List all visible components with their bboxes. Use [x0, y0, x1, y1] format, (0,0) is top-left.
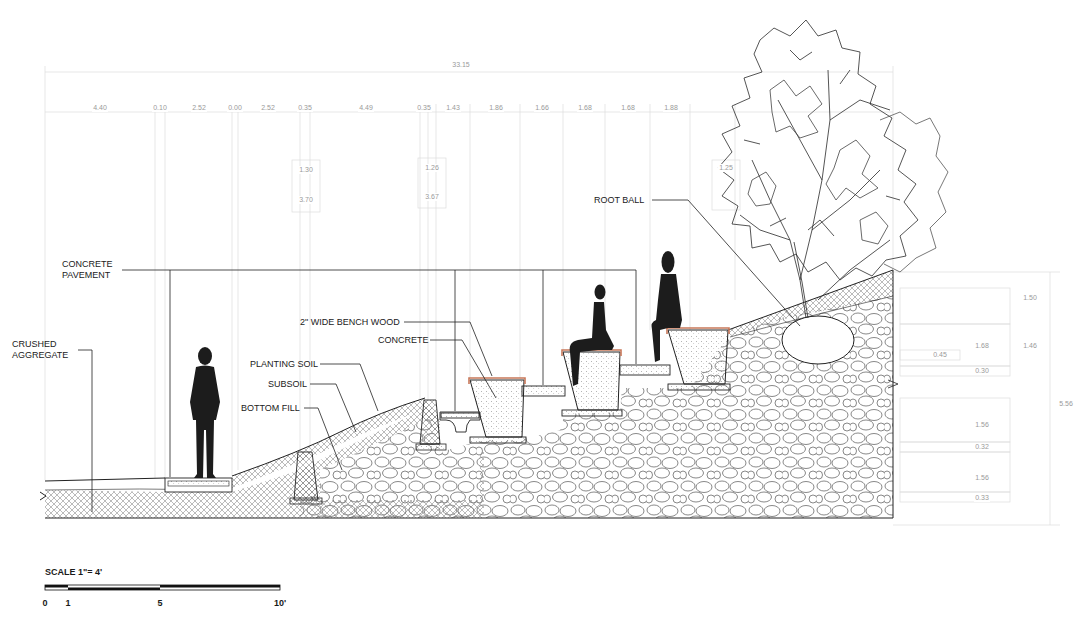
- dimension-text: 0.10: [152, 104, 168, 112]
- dimension-text: 1.56: [974, 421, 990, 429]
- dimension-text: 0.35: [416, 104, 432, 112]
- dimension-text: 4.49: [358, 104, 374, 112]
- scale-text: 10': [274, 598, 286, 609]
- dimension-text: 1.56: [974, 474, 990, 482]
- dimension-text: 1.25: [718, 164, 734, 172]
- dimension-text: 1.86: [488, 104, 504, 112]
- dimension-text: 1.66: [534, 104, 550, 112]
- material-callout: PLANTING SOIL: [250, 359, 318, 370]
- scale-text: 0: [42, 598, 47, 609]
- material-callout: 2" WIDE BENCH WOOD: [300, 317, 400, 328]
- dimension-text: 1.68: [974, 342, 990, 350]
- dimension-text: 0.00: [227, 104, 243, 112]
- scale-text: 5: [157, 598, 162, 609]
- material-callout: CONCRETE: [378, 335, 429, 346]
- dimension-text: 1.68: [620, 104, 636, 112]
- material-callout: ROOT BALL: [594, 195, 644, 206]
- dimension-text: 0.30: [974, 367, 990, 375]
- dimension-text: 1.46: [1022, 342, 1038, 350]
- dimension-text: 1.50: [1022, 294, 1038, 302]
- dimension-text: 2.52: [260, 104, 276, 112]
- dimension-text: 0.33: [974, 494, 990, 502]
- dimension-text: 0.35: [297, 104, 313, 112]
- scale-text: SCALE 1"= 4': [45, 567, 102, 578]
- material-callout: CONCRETE PAVEMENT: [62, 259, 120, 281]
- dimension-text: 5.56: [1058, 400, 1074, 408]
- dimension-text: 3.67: [424, 193, 440, 201]
- dimension-text: 1.88: [663, 104, 679, 112]
- dimension-text: 33.15: [451, 61, 471, 69]
- scale-text: 1: [65, 598, 70, 609]
- material-callout: CRUSHED AGGREGATE: [12, 339, 74, 361]
- material-callout: SUBSOIL: [268, 379, 307, 390]
- dimension-text: 3.70: [298, 196, 314, 204]
- dimension-text: 1.68: [577, 104, 593, 112]
- dimension-text: 1.26: [424, 164, 440, 172]
- dimension-text: 1.43: [445, 104, 461, 112]
- material-callout: BOTTOM FILL: [241, 403, 300, 414]
- dimension-text: 0.32: [974, 443, 990, 451]
- dimension-text: 0.45: [932, 351, 948, 359]
- dimension-text: 2.52: [191, 104, 207, 112]
- dimension-text: 4.40: [92, 104, 108, 112]
- dimension-text: 1.30: [298, 166, 314, 174]
